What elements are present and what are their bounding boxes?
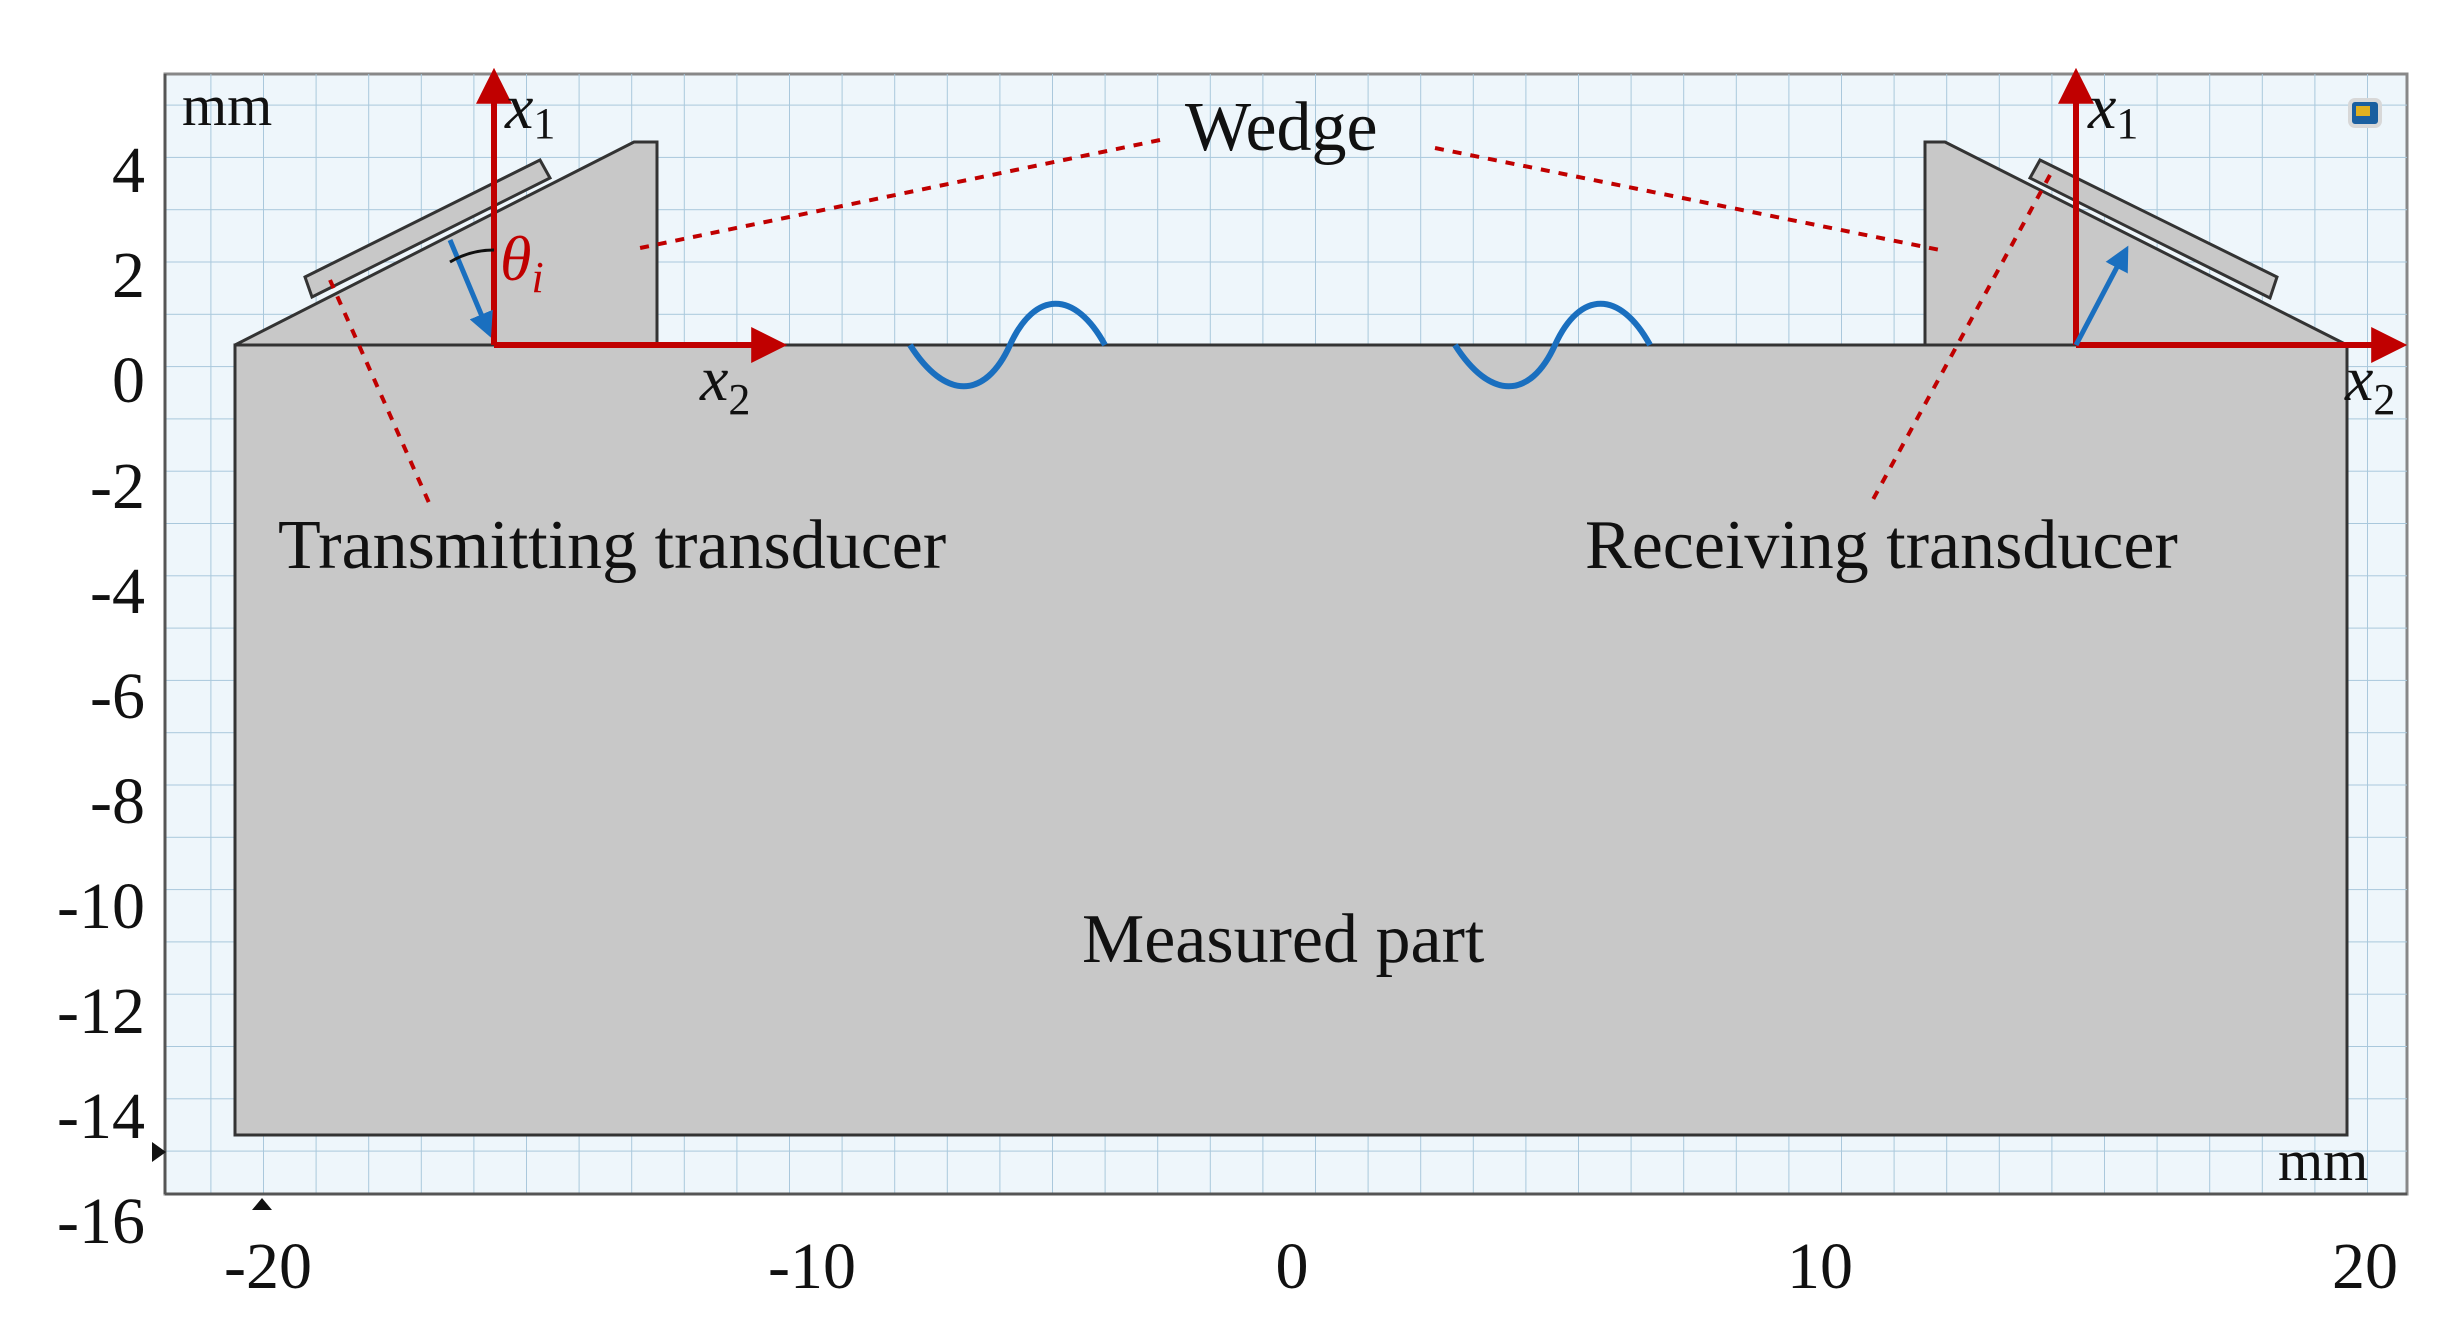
x-tick: 20 [2332, 1230, 2398, 1303]
x-tick: -10 [768, 1230, 856, 1303]
y-tick: -4 [90, 555, 145, 628]
y-tick: -6 [90, 660, 145, 733]
view-cube-icon [2348, 98, 2382, 128]
y-tick: 2 [112, 239, 145, 312]
y-tick: 0 [112, 344, 145, 417]
wedge-label: Wedge [1185, 89, 1378, 166]
x-unit-label: mm [2278, 1128, 2368, 1193]
right-transducer [2027, 158, 2279, 301]
y-tick: 4 [112, 134, 145, 207]
y-tick: -16 [57, 1185, 145, 1258]
transmitting-transducer-label: Transmitting transducer [278, 507, 946, 584]
left-transducer [303, 158, 553, 300]
measured-part-body [233, 343, 2349, 1137]
x-tick: -20 [224, 1230, 312, 1303]
receiving-transducer-label: Receiving transducer [1585, 507, 2178, 584]
theta-arc [449, 248, 495, 264]
right-x2-label: x2 [2344, 343, 2395, 424]
y-tick: -2 [90, 450, 145, 523]
x-tick: 10 [1787, 1230, 1853, 1303]
wave-right [1452, 300, 1653, 390]
y-unit-label: mm [182, 73, 272, 138]
right-x1-label: x1 [2087, 71, 2138, 148]
right-beam-arrow [2073, 245, 2129, 347]
left-x2-label: x2 [699, 343, 750, 424]
theta-label: θi [500, 223, 544, 302]
leader-lines [328, 138, 2052, 506]
y-tick-labels: 4 2 0 -2 -4 -6 -8 -10 -12 -14 -16 [57, 134, 145, 1258]
y-tick: -12 [57, 975, 145, 1048]
y-tick: -10 [57, 870, 145, 943]
measured-part-label: Measured part [1082, 901, 1485, 978]
x-tick-labels: -20 -10 0 10 20 [224, 1230, 2398, 1303]
y-tick: -14 [57, 1080, 145, 1153]
x-tick: 0 [1276, 1230, 1309, 1303]
left-x1-label: x1 [504, 71, 555, 148]
x-axis-caret-icon [252, 1198, 272, 1210]
y-tick: -8 [90, 765, 145, 838]
y-axis-caret-icon [152, 1142, 166, 1162]
wave-left [907, 300, 1108, 390]
axis-frame [163, 74, 2407, 1196]
left-beam-arrow [447, 239, 493, 338]
